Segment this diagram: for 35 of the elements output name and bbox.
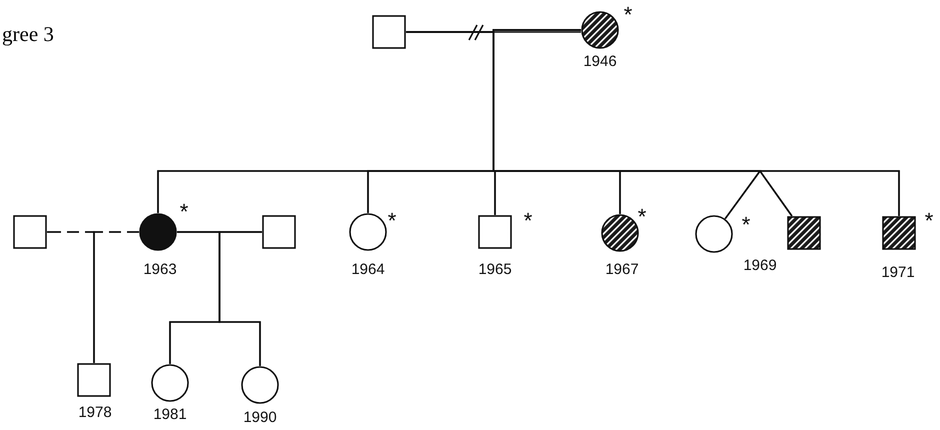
filled-circle-symbol [139, 213, 177, 251]
circle-symbol [151, 364, 189, 402]
square-symbol [372, 15, 406, 49]
circle-symbol [695, 215, 733, 253]
year-label: 1963 [143, 262, 177, 277]
descent-line [218, 231, 262, 366]
square-symbol [77, 363, 111, 397]
asterisk-mark: * [624, 4, 632, 26]
square-symbol [262, 215, 296, 249]
hatched-circle-symbol [581, 11, 619, 49]
year-label: 1964 [351, 262, 385, 277]
asterisk-mark: * [924, 210, 934, 232]
asterisk-mark: * [388, 210, 396, 232]
square-symbol [13, 215, 47, 249]
year-label: 1990 [243, 410, 277, 425]
hatched-circle-symbol [601, 214, 639, 252]
descent-line [492, 29, 900, 216]
year-label: 1969 [743, 258, 777, 273]
hatched-square-symbol [882, 216, 916, 250]
year-label: 1978 [78, 405, 112, 420]
asterisk-mark: * [742, 214, 750, 236]
circle-symbol [241, 366, 279, 404]
circle-symbol [349, 213, 387, 251]
asterisk-mark: * [180, 201, 188, 223]
year-label: 1967 [605, 262, 639, 277]
asterisk-mark: * [638, 206, 646, 228]
year-label: 1965 [478, 262, 512, 277]
square-symbol [478, 215, 512, 249]
descent-line [92, 231, 139, 363]
asterisk-mark: * [524, 210, 532, 232]
year-label: 1971 [881, 265, 915, 280]
hatched-square-symbol [787, 216, 821, 250]
year-label: 1981 [153, 407, 187, 422]
title-text: gree 3 [2, 24, 54, 45]
year-label: 1946 [583, 54, 617, 69]
